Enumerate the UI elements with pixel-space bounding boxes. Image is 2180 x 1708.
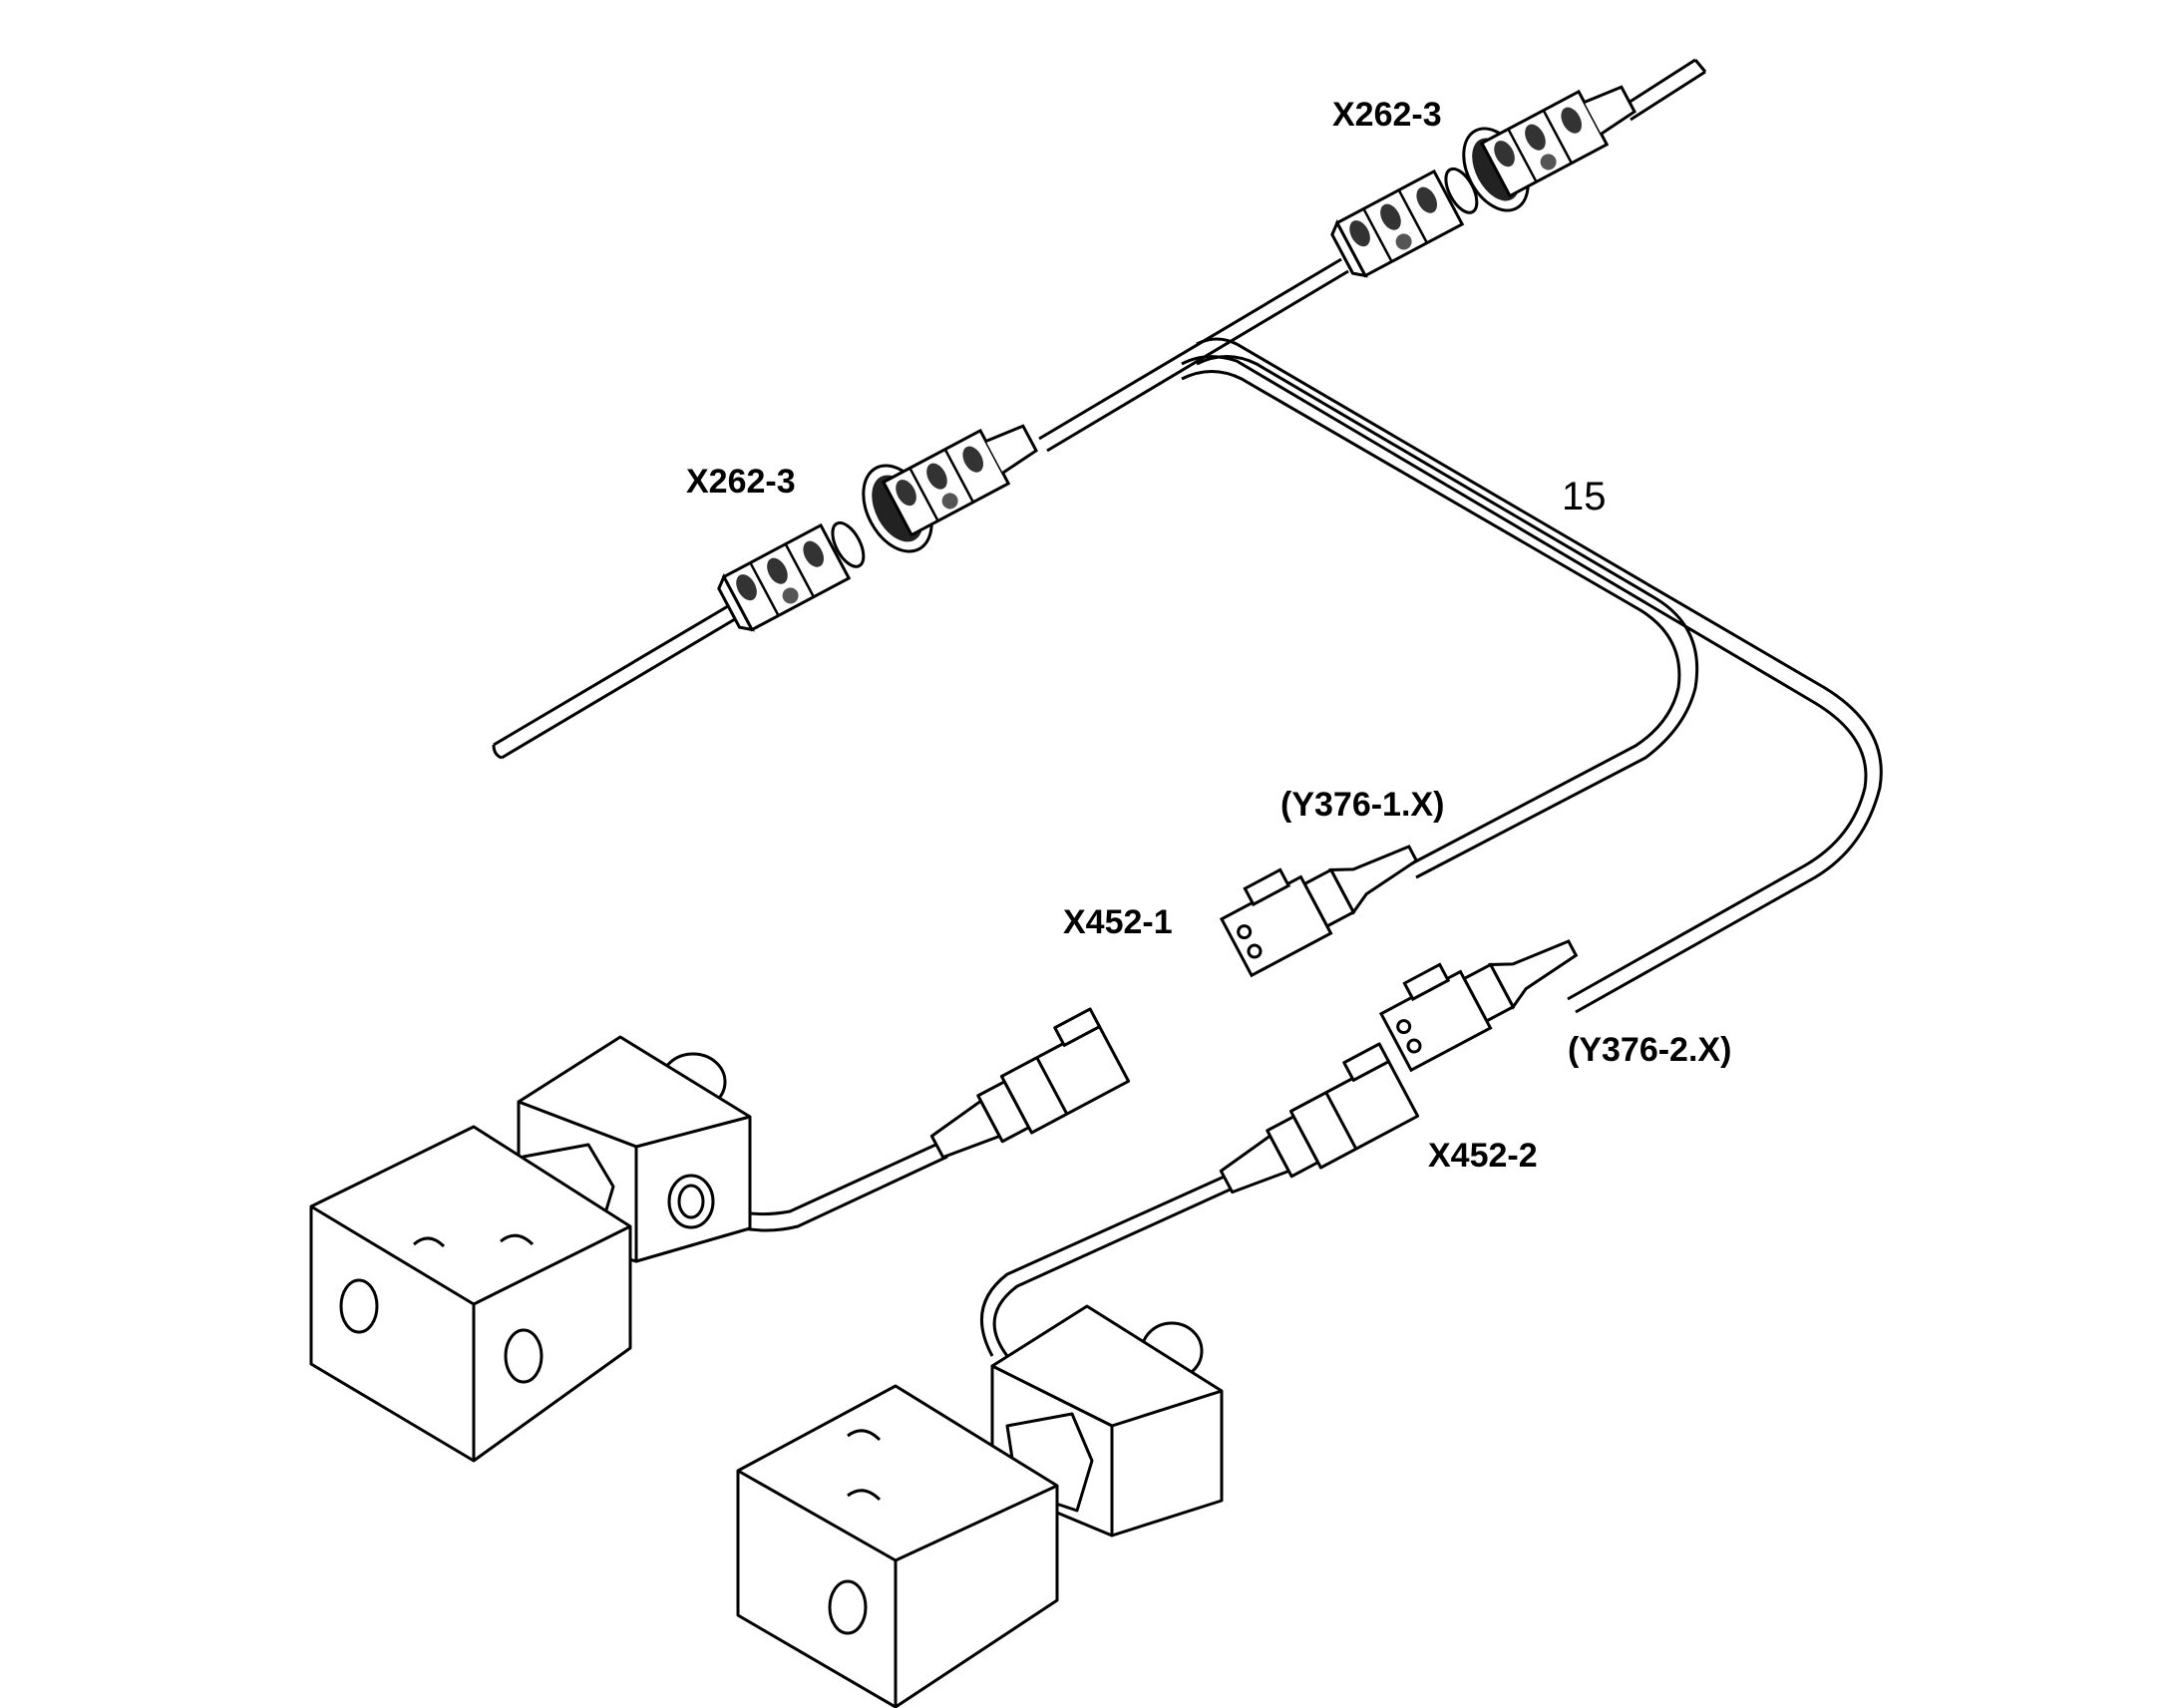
label-x262-3-left: X262-3 [686, 463, 796, 501]
valve-1-assembly [309, 1007, 1131, 1463]
label-x262-3-top: X262-3 [1332, 96, 1442, 134]
round-connector-top-male [1330, 167, 1479, 278]
valve-2-assembly [736, 1042, 1420, 1708]
plug-y376-2 [1378, 939, 1579, 1073]
plug-y376-1 [1219, 845, 1419, 978]
branch-cables [1181, 337, 1883, 1014]
label-y376-1: (Y376-1.X) [1280, 786, 1445, 824]
upper-cable [492, 58, 1707, 760]
label-x452-2: X452-2 [1428, 1137, 1538, 1175]
label-y376-2: (Y376-2.X) [1568, 1031, 1732, 1069]
round-connector-left-female [862, 424, 1038, 553]
round-connector-left-male [717, 520, 866, 632]
label-item-15: 15 [1562, 475, 1607, 518]
round-connector-top-female [1462, 85, 1636, 212]
label-x452-1: X452-1 [1063, 903, 1173, 941]
